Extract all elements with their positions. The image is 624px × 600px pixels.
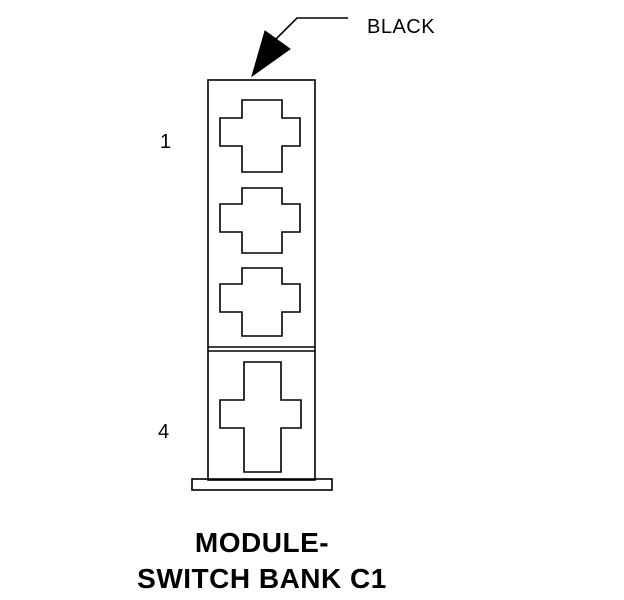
- pin-number-4: 4: [158, 421, 170, 443]
- cavity-3: [219, 267, 301, 337]
- connector-base: [191, 478, 333, 491]
- callout-leader-line: [271, 17, 348, 44]
- diagram-title-line-1: MODULE-: [194, 527, 330, 558]
- diagram-title-line-2: SWITCH BANK C1: [137, 563, 387, 594]
- callout-arrow-icon: [251, 30, 291, 78]
- cavity-2: [219, 187, 301, 254]
- cavity-4: [219, 361, 302, 473]
- pin-number-1: 1: [160, 131, 172, 153]
- cavity-1: [219, 99, 301, 173]
- callout-label: BLACK: [367, 16, 436, 38]
- connector-body: [207, 79, 316, 481]
